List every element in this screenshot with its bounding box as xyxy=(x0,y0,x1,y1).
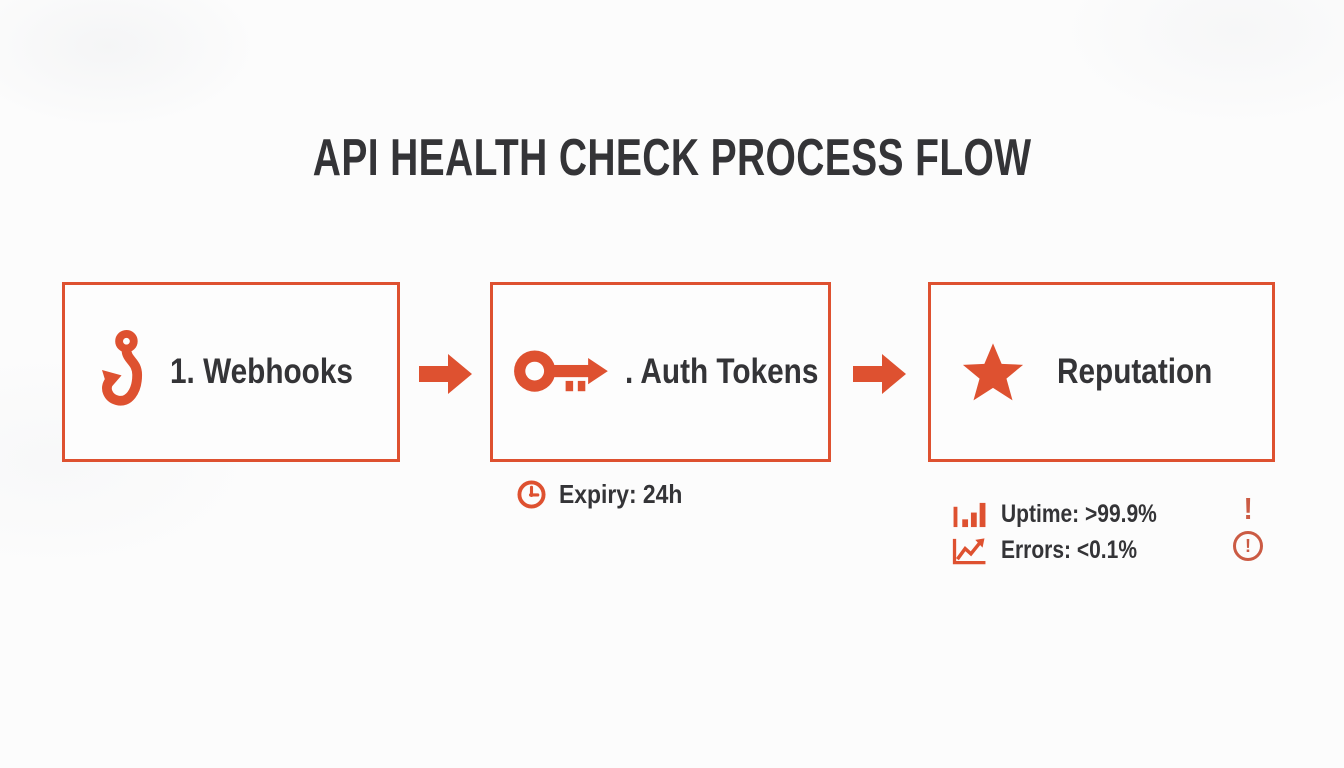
circled-exclamation-glyph: ! xyxy=(1245,536,1251,556)
clock-icon xyxy=(517,480,546,509)
flow-step-auth-tokens: . Auth Tokens xyxy=(490,282,831,462)
page-title: API HEALTH CHECK PROCESS FLOW xyxy=(0,130,1344,186)
circled-exclamation-icon: ! xyxy=(1233,531,1263,561)
flow-step-reputation-label: Reputation xyxy=(1057,352,1213,391)
metric-errors-label: Errors: <0.1% xyxy=(1001,535,1137,564)
key-icon xyxy=(511,342,609,402)
reputation-metrics: Uptime: >99.9% Errors: <0.1% xyxy=(952,499,1187,565)
alert-indicators: ! ! xyxy=(1231,491,1265,561)
expiry-note: Expiry: 24h xyxy=(517,479,699,510)
arrow-right-icon xyxy=(419,353,473,395)
flow-step-webhooks-label: 1. Webhooks xyxy=(170,352,353,391)
hook-icon xyxy=(101,330,146,414)
exclamation-icon: ! xyxy=(1243,491,1253,526)
bar-chart-icon xyxy=(952,500,987,529)
metric-uptime-label: Uptime: >99.9% xyxy=(1001,499,1157,528)
metric-errors: Errors: <0.1% xyxy=(952,535,1187,565)
flow-step-reputation: Reputation xyxy=(928,282,1275,462)
line-chart-icon xyxy=(952,536,987,565)
arrow-right-icon xyxy=(853,353,907,395)
page-title-text: API HEALTH CHECK PROCESS FLOW xyxy=(312,129,1032,187)
expiry-note-label: Expiry: 24h xyxy=(559,479,683,509)
metric-uptime: Uptime: >99.9% xyxy=(952,499,1187,529)
flow-step-auth-tokens-label: . Auth Tokens xyxy=(625,352,819,391)
star-icon xyxy=(961,342,1025,403)
flow-step-webhooks: 1. Webhooks xyxy=(62,282,400,462)
